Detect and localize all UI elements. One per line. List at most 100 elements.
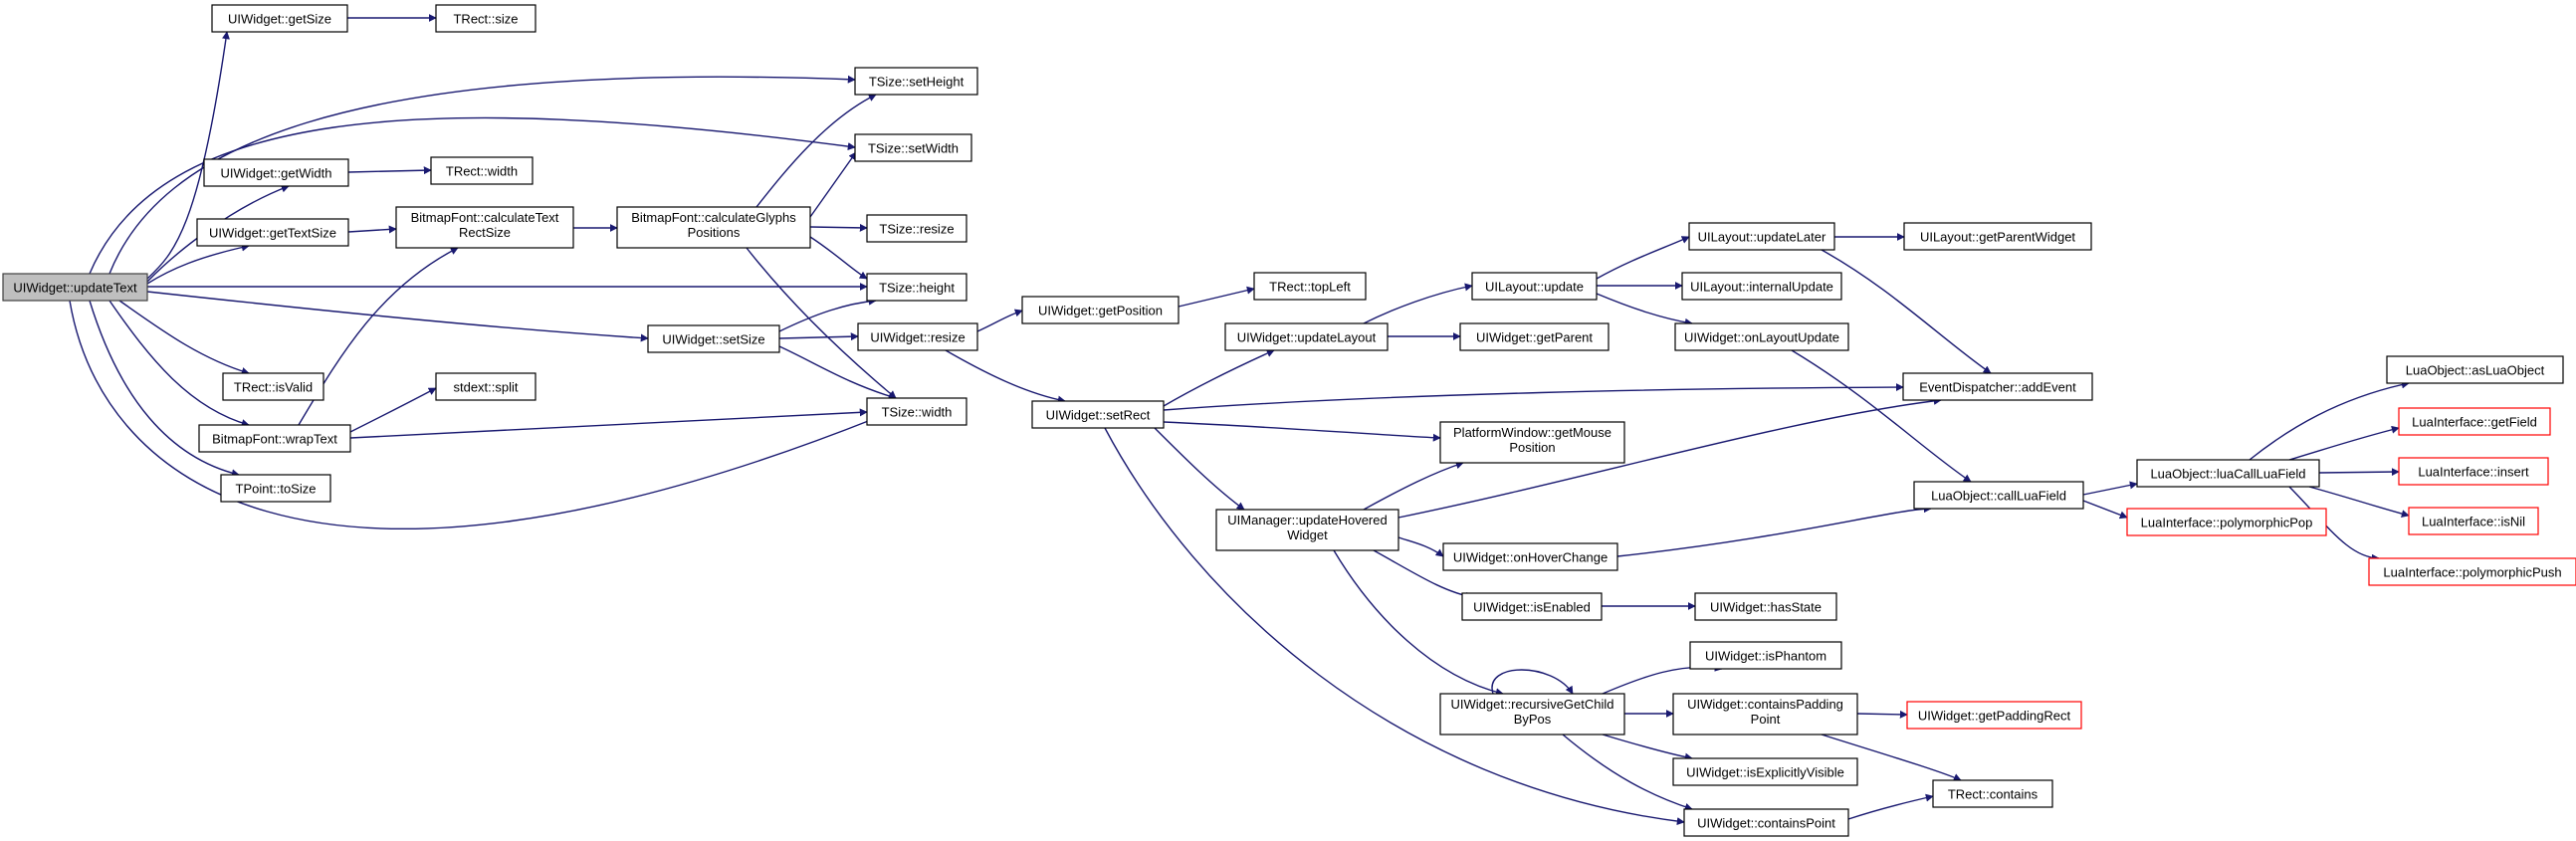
call-edge [1397,396,1942,519]
node-label: Positions [688,225,741,240]
node-on-hover-change[interactable]: UIWidget::onHoverChange [1442,542,1618,571]
node-get-width[interactable]: UIWidget::getWidth [203,158,349,187]
node-height[interactable]: TSize::height [866,273,967,302]
call-edge [2318,468,2400,477]
node-label: UIWidget::getPosition [1038,304,1163,318]
call-edge [755,94,877,208]
node-add-event[interactable]: EventDispatcher::addEvent [1902,372,2093,401]
node-label: UILayout::updateLater [1698,230,1826,245]
call-edge [1163,421,1441,442]
node-lay-update[interactable]: UILayout::update [1471,272,1598,301]
call-edge [349,387,437,433]
node-has-state[interactable]: UIWidget::hasState [1694,592,1837,621]
node-label: TRect::width [446,164,518,179]
call-edge [809,151,857,218]
node-label: Position [1509,440,1555,455]
node-label: TRect::size [453,12,518,27]
node-label: UIWidget::isEnabled [1473,600,1591,615]
node-w-resize[interactable]: UIWidget::resize [857,322,978,351]
node-rect-width[interactable]: TRect::width [430,156,534,185]
node-label: TSize::setWidth [868,141,959,156]
call-edge [349,408,868,439]
node-set-height[interactable]: TSize::setHeight [854,67,978,96]
call-edge [146,31,230,280]
node-set-rect[interactable]: UIWidget::setRect [1031,400,1165,429]
node-label: TSize::height [879,281,955,296]
node-label: RectSize [459,225,511,240]
node-wrap-text[interactable]: BitmapFont::wrapText [198,424,351,453]
node-set-size[interactable]: UIWidget::setSize [647,324,780,353]
node-top-left[interactable]: TRect::topLeft [1253,272,1367,301]
node-label: LuaObject::asLuaObject [2406,363,2545,378]
node-get-parent[interactable]: UIWidget::getParent [1459,322,1610,351]
node-to-size[interactable]: TPoint::toSize [220,474,331,503]
call-edge [89,116,856,275]
node-contains[interactable]: TRect::contains [1932,779,2053,808]
node-is-enabled[interactable]: UIWidget::isEnabled [1461,592,1603,621]
node-label: UIWidget::setRect [1046,408,1151,423]
node-label: PlatformWindow::getMouse [1453,425,1611,440]
node-get-size[interactable]: UIWidget::getSize [211,4,348,33]
node-label: UIWidget::onHoverChange [1453,550,1608,565]
node-ts-width[interactable]: TSize::width [866,397,967,426]
node-label: Point [1751,712,1781,727]
node-lua-call-lua-field[interactable]: LuaObject::luaCallLuaField [2136,459,2320,488]
node-get-position[interactable]: UIWidget::getPosition [1021,296,1180,324]
node-label: UIWidget::getPaddingRect [1918,709,2071,724]
node-is-phantom[interactable]: UIWidget::isPhantom [1689,641,1842,670]
node-call-lua-field[interactable]: LuaObject::callLuaField [1913,481,2084,510]
node-resize[interactable]: TSize::resize [866,214,967,243]
node-get-field[interactable]: LuaInterface::getField [2398,407,2551,436]
node-poly-push[interactable]: LuaInterface::polymorphicPush [2368,557,2576,586]
call-edge [1154,427,1245,511]
node-is-nil[interactable]: LuaInterface::isNil [2408,507,2539,535]
node-label: ByPos [1514,712,1552,727]
node-label: UIWidget::containsPoint [1697,816,1835,831]
node-internal-update[interactable]: UILayout::internalUpdate [1681,272,1842,301]
node-set-width[interactable]: TSize::setWidth [854,133,972,162]
node-contains-point[interactable]: UIWidget::containsPoint [1683,808,1849,837]
node-label: UILayout::update [1485,280,1584,295]
call-edge [347,225,397,234]
call-edge [1397,536,1444,557]
node-label: UIWidget::updateText [13,281,137,296]
node-label: UIWidget::getTextSize [209,226,336,241]
call-edge [347,166,432,175]
node-label: UIWidget::isPhantom [1705,649,1826,664]
node-is-valid[interactable]: TRect::isValid [222,372,324,401]
node-insert[interactable]: LuaInterface::insert [2398,457,2549,486]
node-label: UILayout::getParentWidget [1920,230,2075,245]
node-label: Widget [1287,527,1328,542]
call-edge [2288,425,2400,461]
call-edge [1596,293,1693,326]
call-edge [778,297,877,332]
node-is-explicit[interactable]: UIWidget::isExplicitlyVisible [1672,757,1858,786]
node-get-text-size[interactable]: UIWidget::getTextSize [196,218,349,247]
node-label: LuaInterface::polymorphicPop [2141,516,2313,530]
node-get-padding-rect[interactable]: UIWidget::getPaddingRect [1906,701,2082,730]
node-label: LuaInterface::insert [2418,465,2529,480]
call-edge [1602,663,1723,695]
call-edge [2288,486,2380,562]
call-edge [1363,461,1464,511]
node-update-text[interactable]: UIWidget::updateText [2,273,148,302]
node-poly-pop[interactable]: LuaInterface::polymorphicPop [2126,508,2327,536]
node-get-parent-widget[interactable]: UILayout::getParentWidget [1903,222,2092,251]
node-label: UILayout::internalUpdate [1690,280,1833,295]
node-update-later[interactable]: UILayout::updateLater [1688,222,1835,251]
node-rect-size[interactable]: TRect::size [435,4,537,33]
call-edge [146,291,649,342]
call-edge [945,349,1066,404]
node-on-layout-update[interactable]: UIWidget::onLayoutUpdate [1674,322,1849,351]
node-split[interactable]: stdext::split [435,372,537,401]
call-edge [809,223,868,232]
node-label: BitmapFont::wrapText [212,432,337,447]
node-update-layout[interactable]: UIWidget::updateLayout [1224,322,1389,351]
node-as-lua-object[interactable]: LuaObject::asLuaObject [2386,355,2564,384]
